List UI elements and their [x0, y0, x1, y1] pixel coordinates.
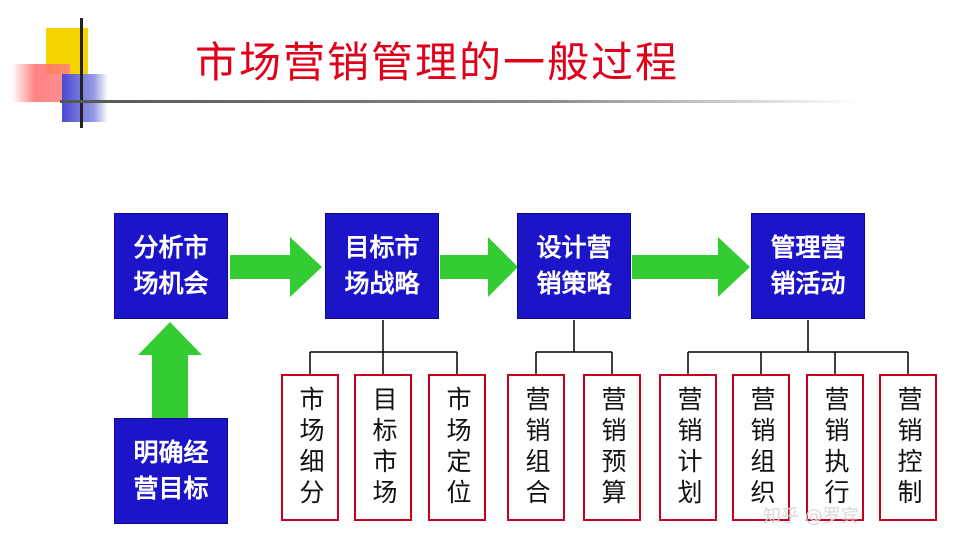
- arrow-right-2: [440, 237, 518, 297]
- bracket-group-1: [309, 320, 458, 374]
- decor-blue-square: [62, 74, 108, 122]
- watermark: 知乎 @罗宾: [763, 506, 859, 527]
- title-underline: [60, 100, 860, 103]
- sub-box-label: 市场细分: [296, 385, 325, 510]
- sub-box-label: 目标市场: [369, 385, 398, 510]
- sub-box-label: 营销执行: [821, 385, 850, 510]
- sub-box: 营销控制: [879, 374, 937, 521]
- sub-box: 营销预算: [583, 374, 641, 521]
- sub-box: 市场细分: [281, 374, 339, 521]
- sub-box-label: 营销控制: [894, 385, 923, 510]
- decor-vertical-line: [80, 18, 83, 128]
- sub-box-label: 营销组织: [747, 385, 776, 510]
- arrow-up: [138, 322, 202, 418]
- sub-box-label: 营销预算: [598, 385, 627, 510]
- sub-box-label: 市场定位: [443, 385, 472, 510]
- sub-box-label: 营销组合: [522, 385, 551, 510]
- sub-box-label: 营销计划: [674, 385, 703, 510]
- step-define-goals: 明确经营目标: [114, 418, 228, 524]
- decor-red-square: [12, 64, 70, 102]
- step-label: 明确经营目标: [133, 438, 209, 503]
- sub-box: 营销执行: [806, 374, 864, 521]
- sub-box: 营销组织: [732, 374, 790, 521]
- step-target-market: 目标市场战略: [325, 213, 439, 319]
- step-manage-activities: 管理营销活动: [751, 213, 865, 319]
- sub-box: 营销计划: [659, 374, 717, 521]
- step-analyze-market: 分析市场机会: [114, 213, 228, 319]
- arrow-right-3: [632, 237, 750, 297]
- page-title: 市场营销管理的一般过程: [195, 38, 680, 87]
- step-label: 目标市场战略: [344, 233, 420, 298]
- sub-box: 目标市场: [354, 374, 412, 521]
- step-label: 管理营销活动: [770, 233, 846, 298]
- step-label: 设计营销策略: [536, 233, 612, 298]
- bracket-group-2: [535, 320, 613, 374]
- step-label: 分析市场机会: [133, 233, 209, 298]
- bracket-group-3: [687, 320, 909, 374]
- arrow-right-1: [230, 237, 322, 297]
- step-design-strategy: 设计营销策略: [517, 213, 631, 319]
- sub-box: 营销组合: [507, 374, 565, 521]
- sub-box: 市场定位: [428, 374, 486, 521]
